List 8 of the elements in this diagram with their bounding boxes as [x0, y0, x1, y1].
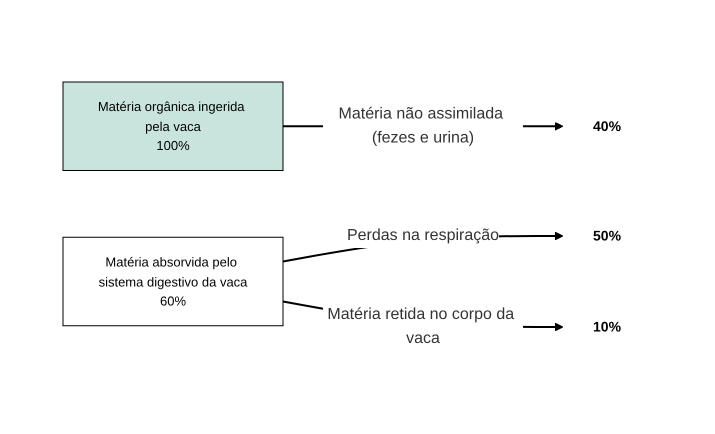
edge-label: Perdas na respiração	[347, 226, 500, 244]
node-text: 40%	[593, 118, 622, 134]
node-text: 10%	[593, 318, 622, 334]
node-text: 50%	[593, 227, 622, 244]
node-box: Matéria orgânica ingerida pela vaca 100%	[62, 81, 284, 171]
edge-label: Matéria não assimilada (fezes e urina)	[339, 105, 504, 146]
node-box: Matéria absorvida pelo sistema digestivo da vaca 60%	[62, 236, 284, 326]
edge-label: Matéria retida no corpo da vaca	[328, 306, 515, 347]
